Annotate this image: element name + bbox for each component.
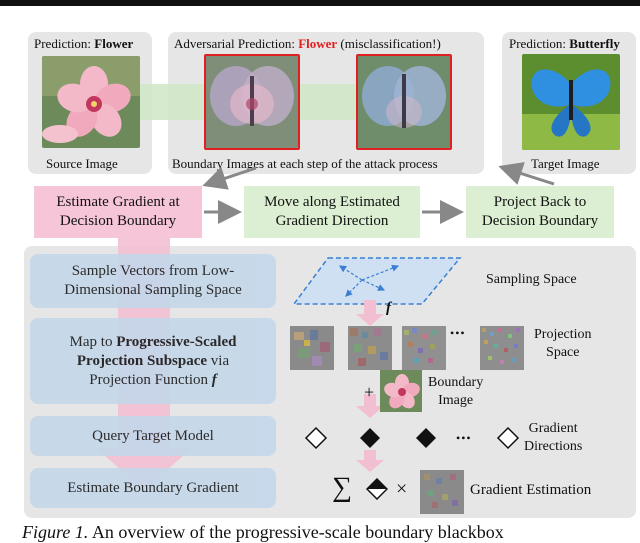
gradient-estimation-label: Gradient Estimation	[470, 482, 592, 498]
sum-symbol: ∑	[332, 472, 352, 503]
target-image	[522, 54, 620, 150]
projection-ellipsis: •••	[450, 326, 466, 340]
mixed-direction-icon	[366, 478, 388, 500]
sampling-space-plane	[292, 257, 462, 305]
figure-caption: Figure 1. An overview of the progressive…	[22, 522, 504, 542]
sample-vectors-step: Sample Vectors from Low-Dimensional Samp…	[30, 254, 276, 308]
boundary-image-1	[204, 54, 300, 150]
projection-noise-3	[402, 326, 446, 370]
projection-noise-2	[348, 326, 392, 370]
boundary-image-thumbnail	[380, 370, 422, 412]
gradient-ellipsis: •••	[456, 431, 472, 445]
source-image	[42, 56, 140, 148]
boundary-image-2	[356, 54, 452, 150]
boundary-caption: Boundary Images at each step of the atta…	[172, 156, 438, 171]
source-caption: Source Image	[46, 156, 118, 171]
query-model-step: Query Target Model	[30, 416, 276, 456]
map-projection-step: Map to Progressive-Scaled Projection Sub…	[30, 318, 276, 404]
down-arrows	[356, 300, 384, 472]
projection-function-label: f	[386, 300, 391, 316]
target-prediction-label: Prediction: Butterfly	[509, 36, 620, 51]
sampling-space-label: Sampling Space	[486, 272, 577, 287]
times-symbol: ×	[396, 478, 408, 500]
estimate-gradient-step: Estimate Boundary Gradient	[30, 468, 276, 508]
progress-arrow	[120, 66, 450, 138]
projection-noise-4	[480, 326, 524, 370]
gradient-directions-markers	[304, 426, 520, 450]
plus-sign: +	[364, 382, 375, 402]
source-prediction-label: Prediction: Flower	[34, 36, 134, 51]
adversarial-prediction-label: Adversarial Prediction: Flower (misclass…	[174, 36, 441, 51]
estimated-gradient-noise	[420, 470, 464, 514]
flow-arrows	[202, 162, 555, 224]
target-caption: Target Image	[531, 156, 600, 171]
projection-noise-1	[290, 326, 334, 370]
top-rule	[0, 0, 640, 6]
